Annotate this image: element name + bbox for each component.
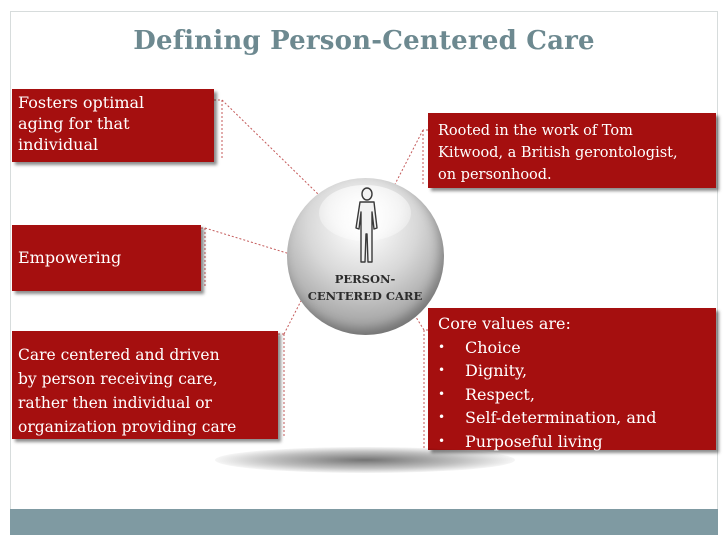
rooted-line: Kitwood, a British gerontologist, — [438, 145, 678, 161]
center-label-line: PERSON- — [334, 272, 396, 286]
bullet-icon: • — [438, 433, 446, 448]
bullet-icon: • — [438, 363, 446, 377]
core-value: Respect, — [465, 384, 535, 404]
person-icon — [355, 187, 378, 263]
list-item: • Respect, — [438, 383, 716, 407]
core-values-heading: Core values are: — [438, 314, 571, 333]
rooted-box: Rooted in the work of Tom Kitwood, a Bri… — [428, 113, 716, 188]
list-item: • Choice — [438, 336, 716, 360]
slide-title: Defining Person-Centered Care — [133, 26, 595, 56]
bullet-icon: • — [438, 410, 446, 424]
list-item: • Self-determination, and — [438, 406, 716, 430]
connector-care — [283, 296, 304, 335]
core-value: Purposeful living — [465, 431, 603, 451]
center-label-line: CENTERED CARE — [307, 289, 423, 303]
list-item: • Dignity, — [438, 359, 716, 383]
sphere-shadow — [215, 447, 515, 473]
core-values-box: Core values are: • Choice • Dignity, • Resp… — [428, 308, 716, 451]
center-label: PERSON- CENTERED CARE — [292, 271, 438, 305]
list-item: • Purposeful living — [438, 430, 716, 454]
empowering-box: Empowering — [12, 225, 201, 291]
footer-bar — [10, 509, 718, 535]
fosters-line: aging for that — [18, 114, 130, 133]
fosters-line: Fosters optimal — [18, 93, 145, 112]
bullet-icon: • — [438, 339, 446, 354]
rooted-line: on personhood. — [438, 167, 552, 183]
rooted-line: Rooted in the work of Tom — [438, 123, 633, 139]
bullet-icon: • — [438, 386, 446, 401]
connector-values — [413, 313, 425, 331]
empowering-text: Empowering — [18, 248, 122, 267]
care-line: by person receiving care, — [18, 370, 218, 388]
connector-rooted — [391, 129, 424, 191]
connector-empowering — [204, 227, 291, 255]
care-line: Care centered and driven — [18, 346, 220, 364]
care-line: rather then individual or — [18, 394, 212, 412]
core-value: Self-determination, and — [465, 408, 657, 427]
core-value: Choice — [465, 337, 521, 357]
core-value: Dignity, — [465, 361, 528, 380]
fosters-box: Fosters optimal aging for that individua… — [12, 89, 214, 162]
care-line: organization providing care — [18, 418, 237, 436]
care-centered-box: Care centered and driven by person recei… — [12, 331, 278, 439]
fosters-line: individual — [18, 135, 99, 154]
connector-fosters — [221, 99, 319, 195]
core-values-list: • Choice • Dignity, • Respect, • Self-determ… — [438, 336, 716, 454]
